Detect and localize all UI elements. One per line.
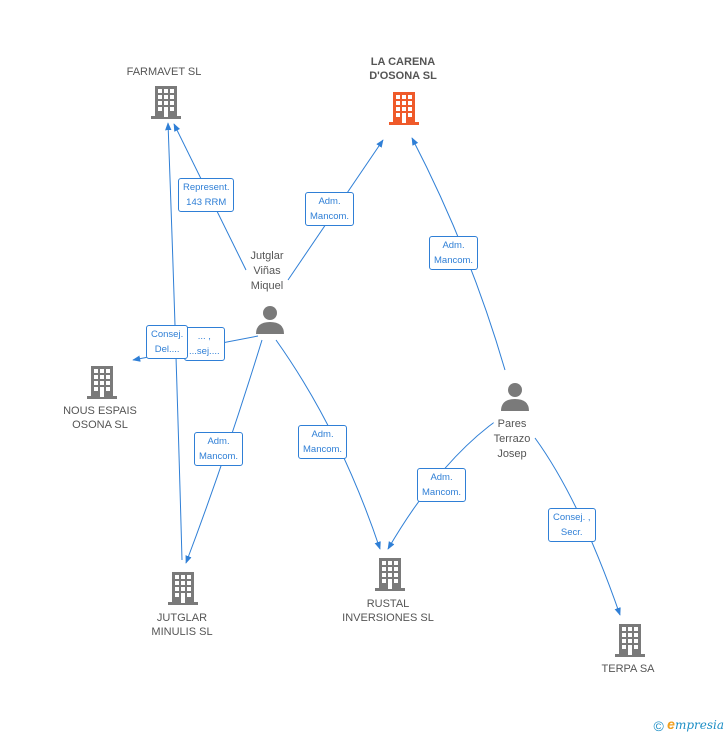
edge-label-consej-hidden[interactable]: ... , ...sej.... <box>184 327 225 361</box>
terpa-building-icon[interactable] <box>614 622 646 658</box>
edge-label-consej-secr[interactable]: Consej. , Secr. <box>548 508 596 542</box>
edge-label-adm-rustal-pares[interactable]: Adm. Mancom. <box>417 468 467 502</box>
jutglar-minulis-label[interactable]: JUTGLAR MINULIS SL <box>151 612 213 638</box>
terpa-label[interactable]: TERPA SA <box>601 663 655 675</box>
edge-label-represent[interactable]: Represent. 143 RRM <box>178 178 235 212</box>
edge-label-adm-rustal-jutglar[interactable]: Adm. Mancom. <box>298 425 348 459</box>
brand-initial: e <box>667 716 675 733</box>
jutglar-minulis-building-icon[interactable] <box>167 570 199 606</box>
brand-name: mpresia <box>674 718 724 733</box>
edge-label-consej-del[interactable]: Consej. Del.... <box>146 325 189 359</box>
edge-label-adm-minulis[interactable]: Adm. Mancom. <box>194 432 244 466</box>
la-carena-label[interactable]: LA CARENA D'OSONA SL <box>369 56 437 82</box>
farmavet-label[interactable]: FARMAVET SL <box>126 66 202 78</box>
nous-espais-building-icon[interactable] <box>86 364 118 400</box>
jutglar-person-icon[interactable] <box>254 304 286 336</box>
rustal-building-icon[interactable] <box>374 556 406 592</box>
edge-label-adm-carena-jutglar[interactable]: Adm. Mancom. <box>305 192 355 226</box>
empresia-footer[interactable]: © empresia <box>653 716 724 734</box>
pares-person-label[interactable]: Pares Terrazo Josep <box>493 417 531 462</box>
copyright-icon: © <box>653 718 664 734</box>
jutglar-person-label[interactable]: Jutglar Viñas Miquel <box>250 249 284 294</box>
farmavet-building-icon[interactable] <box>150 84 182 120</box>
nous-espais-label[interactable]: NOUS ESPAIS OSONA SL <box>63 405 137 431</box>
pares-person-icon[interactable] <box>499 381 531 413</box>
edge-label-adm-carena-pares[interactable]: Adm. Mancom. <box>429 236 479 270</box>
la-carena-building-icon[interactable] <box>388 90 420 126</box>
rustal-label[interactable]: RUSTAL INVERSIONES SL <box>342 598 434 624</box>
